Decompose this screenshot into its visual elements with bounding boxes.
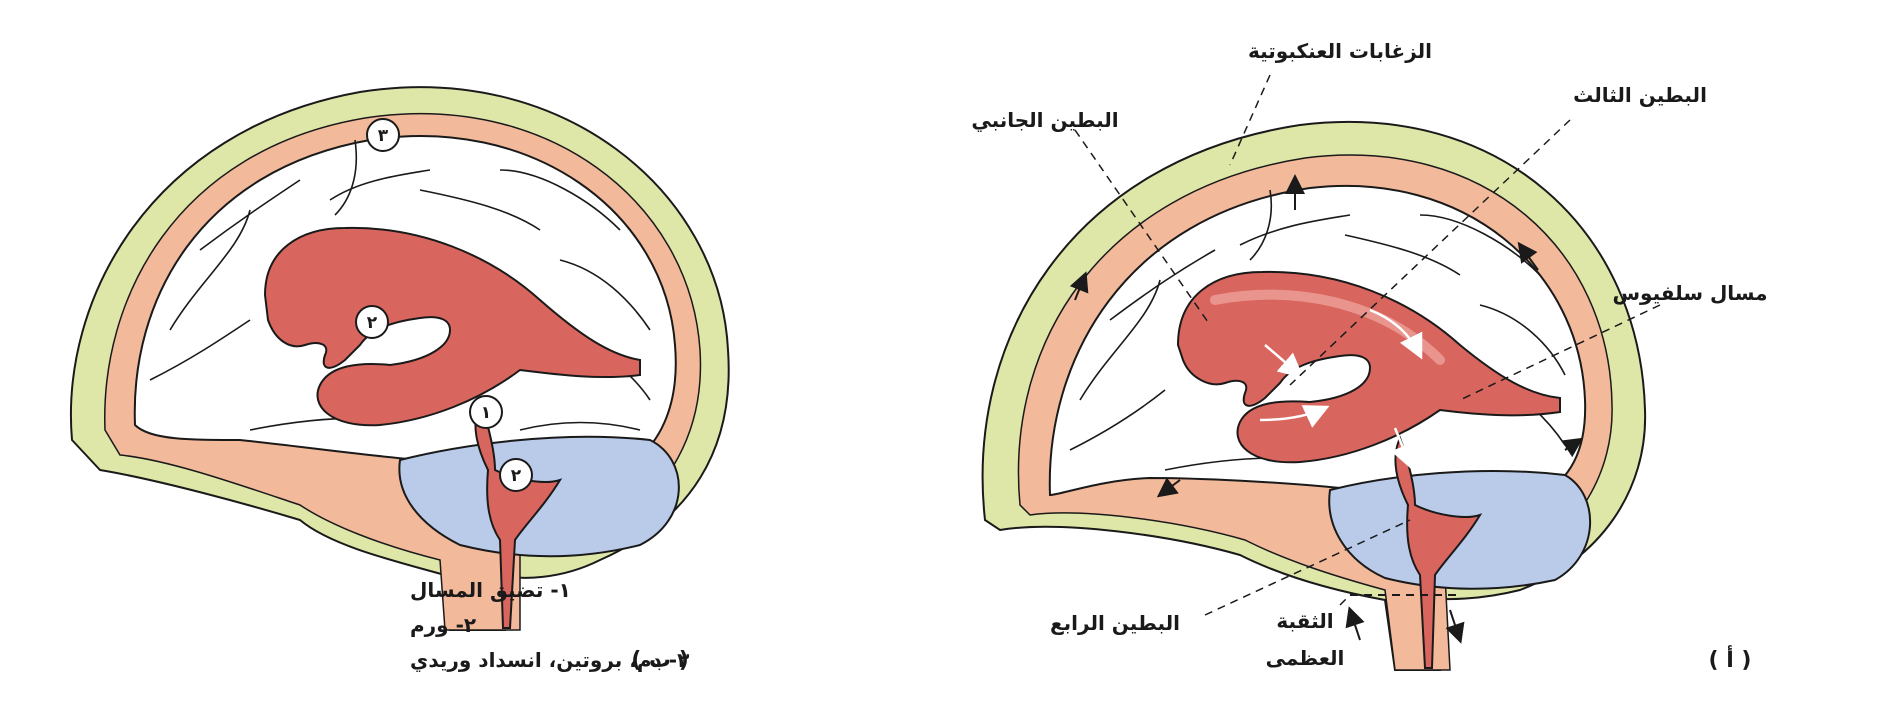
label-lateral-ventricle: البطين الجانبي: [971, 108, 1118, 133]
legend-item-1: ١- تضيق المسال: [410, 578, 571, 602]
panel-label-b: ( ب ): [631, 648, 689, 673]
svg-text:٣: ٣: [378, 126, 389, 146]
label-aqueduct: مسال سلفيوس: [1612, 281, 1767, 305]
marker-1: ١: [469, 395, 503, 429]
label-arachnoid-villi: الزغابات العنكبوتية: [1248, 39, 1432, 63]
panel-b: ٣ ٢ ١ ٢ ١- تضيق المسال ٢- ورم ٣- دم، برو…: [70, 86, 730, 673]
lateral-ventricle-b: [263, 226, 641, 427]
svg-text:٢: ٢: [367, 313, 378, 333]
label-third-ventricle: البطين الثالث: [1573, 83, 1707, 107]
legend-b: ١- تضيق المسال ٢- ورم ٣- دم، بروتين، انس…: [410, 578, 689, 673]
aqueduct-b: [474, 397, 563, 629]
marker-2-upper: ٢: [355, 305, 389, 339]
panel-label-a: ( أ ): [1709, 644, 1752, 673]
marker-2-lower: ٢: [499, 458, 533, 492]
lateral-ventricle-a: [1176, 270, 1561, 464]
legend-item-2: ٢- ورم: [410, 613, 476, 637]
label-foramen-line2: العظمى: [1266, 646, 1345, 670]
fourth-ventricle-a: [1394, 435, 1483, 669]
marker-3: ٣: [366, 118, 400, 152]
csf-flow-arrows: [1259, 308, 1423, 470]
absorption-arrows: [1069, 174, 1584, 644]
legend-item-3: ٣- دم، بروتين، انسداد وريدي: [410, 648, 689, 673]
label-foramen-line1: الثقبة: [1276, 609, 1333, 633]
panel-a: الزغابات العنكبوتية البطين الجانبي البطي…: [971, 39, 1767, 673]
label-fourth-ventricle: البطين الرابع: [1050, 611, 1180, 635]
leader-lines: [1074, 74, 1661, 616]
svg-text:٢: ٢: [511, 466, 522, 486]
svg-text:١: ١: [481, 403, 491, 423]
